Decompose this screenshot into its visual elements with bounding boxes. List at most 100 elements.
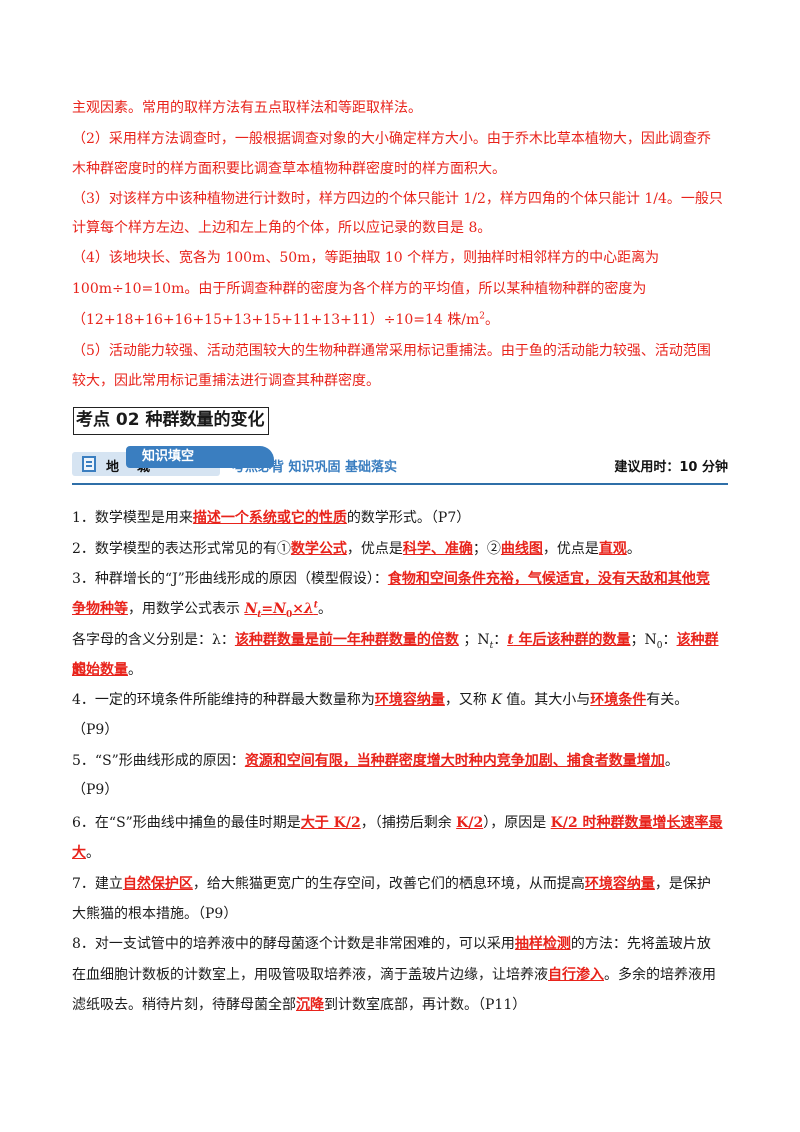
- answer-text: 自然保护区: [122, 876, 193, 892]
- explanation-text: （4）该地块长、宽各为 100m、50m，等距抽取 10 个样方，则抽样时相邻样…: [72, 250, 660, 266]
- banner-divider: [72, 483, 728, 485]
- explanation-text: 较大，因此常用标记重捕法进行调查其种群密度。: [72, 373, 380, 389]
- item-text: ，（捕捞后剩余: [360, 815, 457, 831]
- list-item: 7．建立自然保护区，给大熊猫更宽广的生存空间，改善它们的栖息环境，从而提高环境容…: [72, 869, 732, 899]
- item-text: 在血细胞计数板的计数室上，用吸管吸取培养液，滴于盖玻片边缘，让培养液: [72, 967, 548, 983]
- item-text: ，优点是: [542, 541, 599, 557]
- item-text: ，用数学公式表示: [128, 601, 245, 617]
- section-title: 考点 02 种群数量的变化: [76, 410, 265, 430]
- formula-part: N: [244, 601, 258, 617]
- answer-text: 该种群的: [72, 632, 719, 678]
- explanation-text: （2）采用样方法调查时，一般根据调查对象的大小确定样方大小。由于乔木比草本植物大…: [72, 131, 711, 147]
- item-text: 3．种群增长的“J”形曲线形成的原因（模型假设）：: [72, 571, 388, 587]
- answer-text: 该种群数量是前一年种群数量的倍数: [234, 632, 459, 648]
- superscript: 2: [479, 311, 485, 322]
- item-text: 7．建立: [72, 876, 123, 892]
- item-text: ：: [662, 632, 677, 648]
- item-text: 5．“S”形曲线形成的原因：: [72, 753, 245, 769]
- suggested-time: 建议用时：10 分钟: [614, 460, 728, 475]
- list-item-cont: 滤纸吸去。稍待片刻，待酵母菌全部沉降到计数室底部，再计数。（P11）: [72, 990, 732, 1020]
- answer-text: K/2: [456, 815, 484, 831]
- item-text: ；N: [630, 632, 657, 648]
- banner-subtitle: 考点必背 知识巩固 基础落实: [232, 460, 398, 475]
- formula-part: λ: [303, 601, 314, 617]
- answer-text: 起始数量: [72, 662, 128, 678]
- answer-text: 环境容纳量: [374, 692, 445, 708]
- list-item: 4．一定的环境条件所能维持的种群最大数量称为环境容纳量，又称 K 值。其大小与环…: [72, 685, 732, 715]
- list-item: 6．在“S”形曲线中捕鱼的最佳时期是大于 K/2，（捕捞后剩余 K/2），原因是…: [72, 808, 732, 838]
- answer-text: K/2 时种群数量增长速率最: [550, 815, 723, 831]
- answer-part: 年后该种群的数量: [513, 632, 631, 648]
- item-text: 。多余的培养液用: [604, 967, 716, 983]
- answer-text: t 年后该种群的数量: [507, 632, 630, 648]
- item-text: K: [491, 692, 502, 708]
- item-text: 滤纸吸去。稍待片刻，待酵母菌全部: [72, 997, 296, 1013]
- explanation-text: （3）对该样方中该种植物进行计数时，样方四边的个体只能计 1/2，样方四角的个体…: [72, 191, 723, 207]
- book-icon: [82, 456, 96, 472]
- page-reference: （P9）: [72, 722, 119, 738]
- explanation-text: 计算每个样方左边、上边和左上角的个体，所以应记录的数目是 8。: [72, 220, 492, 236]
- item-text: 2．数学模型的表达形式常见的有①: [72, 541, 291, 557]
- explanation-line: 较大，因此常用标记重捕法进行调查其种群密度。: [72, 366, 732, 396]
- formula-part: N: [273, 601, 286, 617]
- item-text: ，又称: [444, 692, 492, 708]
- item-text: 的方法：先将盖玻片放: [570, 936, 711, 952]
- list-item: 2．数学模型的表达形式常见的有①数学公式，优点是科学、准确；②曲线图，优点是直观…: [72, 534, 732, 564]
- list-item-cont: 在血细胞计数板的计数室上，用吸管吸取培养液，滴于盖玻片边缘，让培养液自行渗入。多…: [72, 960, 732, 990]
- explanation-line: 100m÷10=10m。由于所调查种群的密度为各个样方的平均值，所以某种植物种群…: [72, 274, 732, 304]
- item-text: 。: [86, 845, 100, 861]
- explanation-text: 木种群密度时的样方面积要比调查草本植物种群密度时的样方面积大。: [72, 161, 506, 177]
- item-text: 。: [664, 753, 679, 769]
- explanation-line: （4）该地块长、宽各为 100m、50m，等距抽取 10 个样方，则抽样时相邻样…: [72, 243, 732, 273]
- list-item: 1．数学模型是用来描述一个系统或它的性质的数学形式。（P7）: [72, 503, 732, 533]
- answer-text: 环境条件: [590, 692, 647, 708]
- item-text: ，是保护: [654, 876, 711, 892]
- item-text: 4．一定的环境条件所能维持的种群最大数量称为: [72, 692, 375, 708]
- formula-part: t: [257, 609, 262, 620]
- item-text: 8．对一支试管中的培养液中的酵母菌逐个计数是非常困难的，可以采用: [72, 936, 515, 952]
- item-text: 。: [128, 662, 142, 678]
- answer-text: 沉降: [296, 997, 324, 1013]
- answer-text: 资源和空间有限，当种群密度增大时种内竞争加剧、捕食者数量增加: [244, 753, 665, 769]
- list-item-cont: 大熊猫的根本措施。（P9）: [72, 899, 732, 929]
- item-text: 6．在“S”形曲线中捕鱼的最佳时期是: [72, 815, 301, 831]
- item-text: ，优点是: [346, 541, 403, 557]
- page-reference: （P9）: [72, 782, 119, 798]
- answer-text: 环境容纳量: [584, 876, 655, 892]
- section-banner: 地城 知识填空 考点必背 知识巩固 基础落实 建议用时：10 分钟: [72, 440, 728, 486]
- answer-text: 曲线图: [500, 541, 543, 557]
- answer-text: 抽样检测: [514, 936, 571, 952]
- list-item: 5．“S”形曲线形成的原因：资源和空间有限，当种群密度增大时种内竞争加剧、捕食者…: [72, 746, 732, 776]
- formula-part: 0: [285, 609, 293, 620]
- item-text: ：: [493, 632, 508, 648]
- formula-part: ×: [292, 601, 304, 617]
- explanation-line: （3）对该样方中该种植物进行计数时，样方四边的个体只能计 1/2，样方四角的个体…: [72, 184, 732, 214]
- list-item-cont: 起始数量。: [72, 655, 732, 685]
- explanation-text: 。: [485, 312, 499, 328]
- explanation-text: （5）活动能力较强、活动范围较大的生物种群通常采用标记重捕法。由于鱼的活动能力较…: [72, 343, 711, 359]
- answer-text: 大于 K/2: [300, 815, 361, 831]
- formula-part: =: [261, 601, 274, 617]
- formula-answer: Nt=N0×λt: [244, 601, 318, 620]
- answer-text: 直观: [598, 541, 627, 557]
- item-text: 各字母的含义分别是：λ：: [72, 632, 235, 648]
- explanation-text: 100m÷10=10m。由于所调查种群的密度为各个样方的平均值，所以某种植物种群…: [72, 281, 647, 297]
- explanation-text: 主观因素。常用的取样方法有五点取样法和等距取样法。: [72, 100, 422, 116]
- answer-text: 描述一个系统或它的性质: [192, 510, 347, 526]
- item-text: 到计数室底部，再计数。（P11）: [324, 997, 527, 1013]
- list-item-cont: 大。: [72, 838, 732, 868]
- answer-text: 自行渗入: [548, 967, 604, 983]
- answer-text: 大: [72, 845, 86, 861]
- item-text: ，给大熊猫更宽广的生存空间，改善它们的栖息环境，从而提高: [192, 876, 585, 892]
- item-text: ；N: [458, 632, 490, 648]
- explanation-line: 主观因素。常用的取样方法有五点取样法和等距取样法。: [72, 93, 732, 123]
- list-item-cont: 各字母的含义分别是：λ：该种群数量是前一年种群数量的倍数 ；Nt：t 年后该种群…: [72, 625, 732, 685]
- list-item-cont: （P9）: [72, 715, 732, 745]
- explanation-line: 木种群密度时的样方面积要比调查草本植物种群密度时的样方面积大。: [72, 154, 732, 184]
- answer-text: 争物种等: [72, 601, 128, 617]
- item-text: 。: [317, 601, 332, 617]
- section-heading: 考点 02 种群数量的变化: [73, 407, 269, 435]
- list-item: 8．对一支试管中的培养液中的酵母菌逐个计数是非常困难的，可以采用抽样检测的方法：…: [72, 929, 732, 959]
- item-text: 1．数学模型是用来: [72, 510, 193, 526]
